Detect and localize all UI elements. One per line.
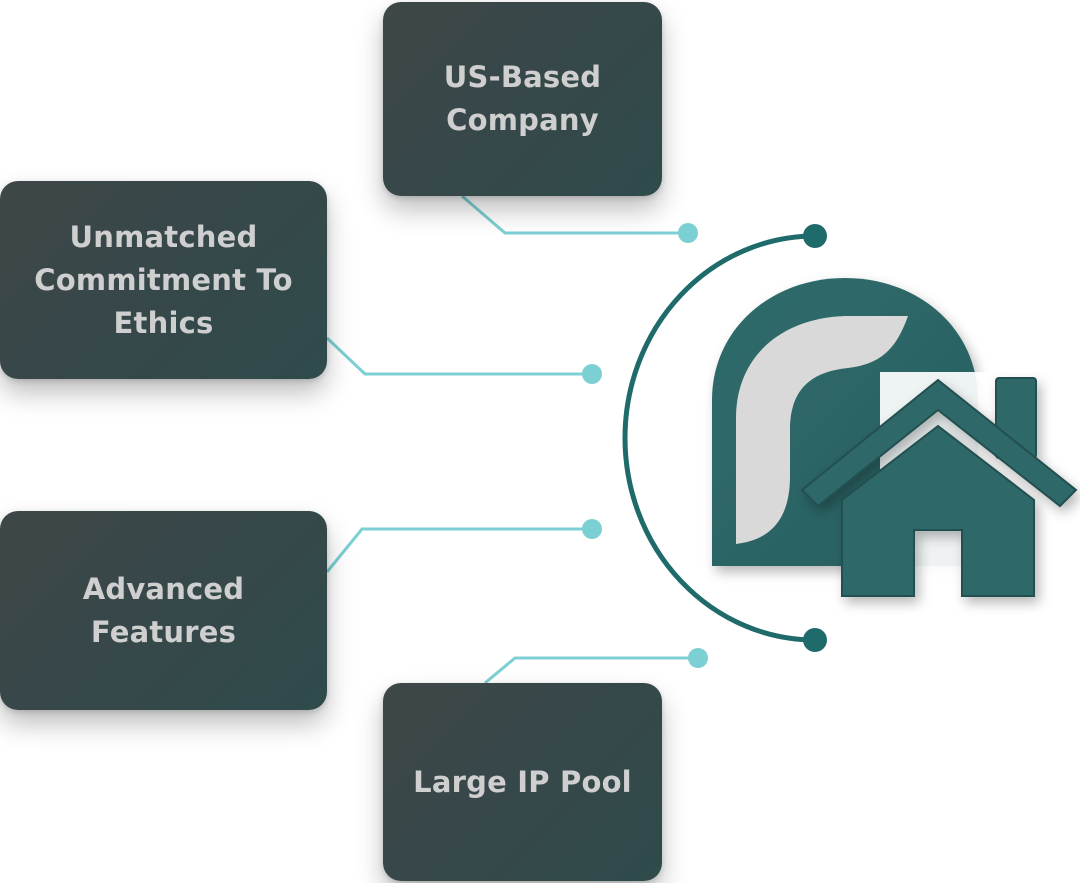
connector-dot-ip-pool [688,648,708,668]
feature-card-us-based: US-Based Company [383,2,662,196]
feature-label-ip-pool: Large IP Pool [413,764,632,799]
feature-label-us-based: US-Based Company [443,60,602,137]
feature-label-advanced: Advanced Features [82,571,245,649]
connector-ethics [325,336,602,384]
feature-card-ethics: Unmatched Commitment To Ethics [0,181,327,379]
connector-dot-ethics [582,364,602,384]
arc-dot-top [803,224,827,248]
home-shield-logo-icon [712,278,1080,600]
logo-swoosh [736,316,908,544]
connector-advanced [325,519,602,573]
logo-arc [622,224,827,652]
feature-card-ip-pool: Large IP Pool [383,683,662,881]
feature-card-advanced: Advanced Features [0,511,327,710]
connector-us-based [461,194,698,243]
connector-ip-pool [484,648,708,685]
feature-label-ethics: Unmatched Commitment To Ethics [34,219,293,340]
arc-dot-bottom [803,628,827,652]
house-icon [800,377,1078,597]
connector-dot-advanced [582,519,602,539]
connector-dot-us-based [678,223,698,243]
